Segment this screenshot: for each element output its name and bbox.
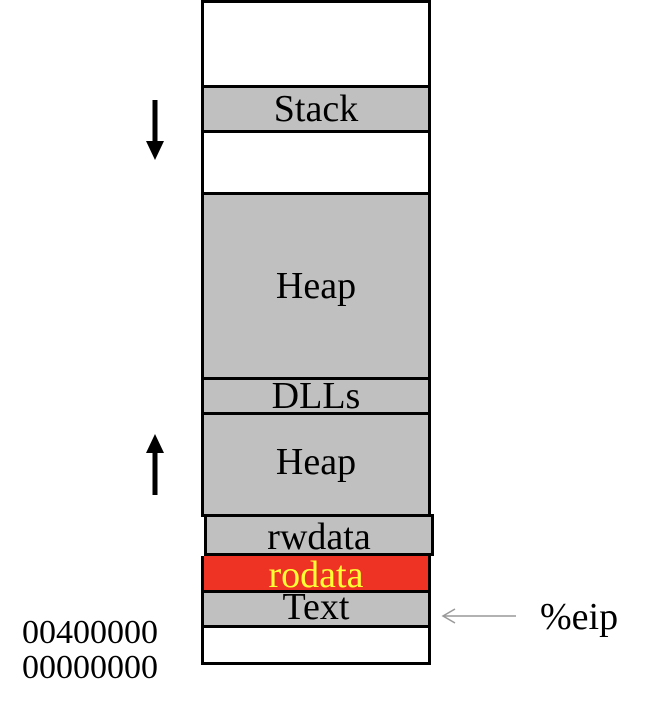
segment-bottom-empty (201, 625, 431, 665)
segment-text: Text (201, 586, 431, 628)
segment-text-label: Text (282, 586, 350, 628)
segment-rodata: rodata (201, 553, 431, 596)
segment-dlls-label: DLLs (271, 375, 361, 417)
segment-rwdata-label: rwdata (267, 516, 371, 558)
arrow-up-icon (146, 434, 164, 495)
address-zero: 00000000 (22, 649, 158, 686)
segment-stack: Stack (201, 85, 431, 133)
arrow-left-icon (441, 608, 516, 624)
eip-label: %eip (540, 596, 619, 638)
segment-heap-upper: Heap (201, 192, 431, 380)
segment-heap-upper-label: Heap (275, 265, 357, 307)
segment-gap (201, 130, 431, 195)
segment-stack-label: Stack (273, 88, 359, 130)
segment-rodata-label: rodata (268, 553, 364, 596)
address-text-start: 00400000 (22, 614, 158, 651)
segment-heap-lower: Heap (201, 412, 431, 517)
segment-rwdata: rwdata (204, 514, 434, 556)
segment-dlls: DLLs (201, 377, 431, 415)
segment-heap-lower-label: Heap (275, 440, 357, 483)
arrow-down-icon (146, 100, 164, 160)
